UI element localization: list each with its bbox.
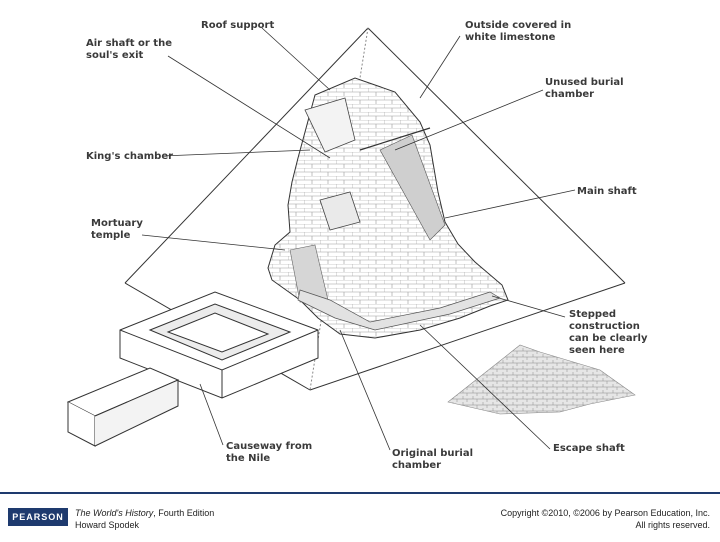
label-kings-chamber: King's chamber <box>86 151 173 163</box>
book-title: The World's History <box>75 508 153 518</box>
book-info: The World's History, Fourth Edition Howa… <box>75 507 214 531</box>
label-escape-shaft: Escape shaft <box>553 443 625 455</box>
book-edition: , Fourth Edition <box>153 508 214 518</box>
causeway <box>68 368 178 446</box>
label-roof-support: Roof support <box>201 20 274 32</box>
footer: PEARSON The World's History, Fourth Edit… <box>0 492 720 542</box>
label-stepped-construction: Stepped construction can be clearly seen… <box>569 309 647 357</box>
label-original-chamber: Original burial chamber <box>392 448 473 472</box>
label-unused-chamber: Unused burial chamber <box>545 77 624 101</box>
label-main-shaft: Main shaft <box>577 186 637 198</box>
label-air-shaft: Air shaft or the soul's exit <box>86 38 172 62</box>
label-mortuary-temple: Mortuary temple <box>91 218 143 242</box>
copyright-text: Copyright ©2010, ©2006 by Pearson Educat… <box>501 508 710 518</box>
copyright-info: Copyright ©2010, ©2006 by Pearson Educat… <box>501 507 710 531</box>
book-author: Howard Spodek <box>75 520 139 530</box>
rights-text: All rights reserved. <box>635 520 710 530</box>
pearson-logo: PEARSON <box>8 508 68 526</box>
label-causeway: Causeway from the Nile <box>226 441 312 465</box>
label-outside-covered: Outside covered in white limestone <box>465 20 571 44</box>
